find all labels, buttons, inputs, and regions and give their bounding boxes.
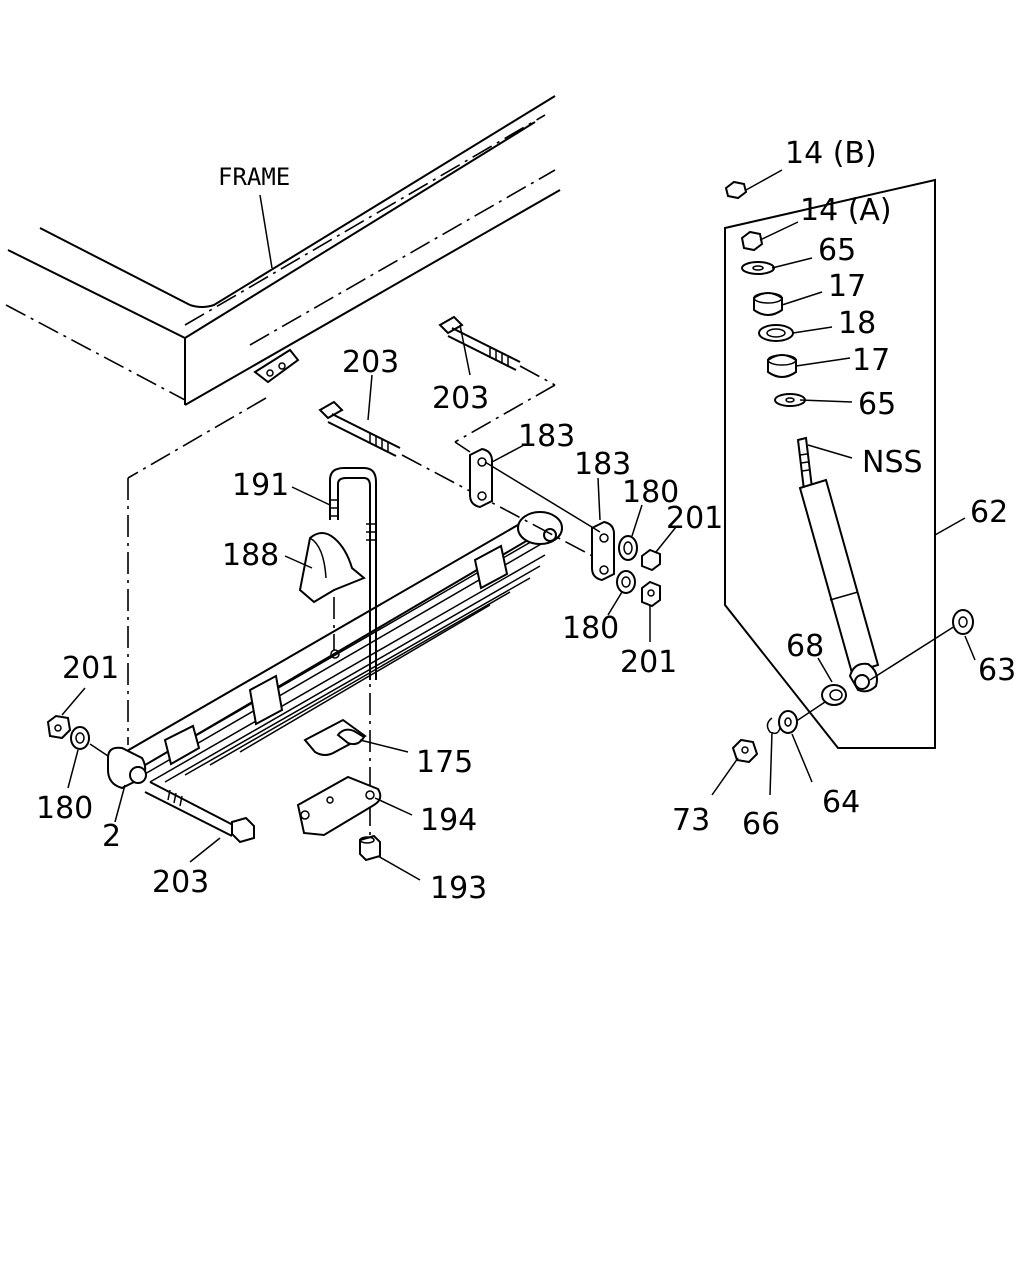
label-14a: 14 (A) <box>800 193 892 228</box>
washer-180-left <box>70 726 90 750</box>
label-63: 63 <box>978 653 1016 688</box>
label-66: 66 <box>742 807 780 842</box>
bolt-203-top <box>438 315 556 453</box>
label-65-bottom: 65 <box>858 387 896 422</box>
leaf-spring <box>107 511 563 790</box>
label-175: 175 <box>416 745 473 780</box>
label-62: 62 <box>970 495 1008 530</box>
label-201-right-top: 201 <box>666 501 723 536</box>
shock-absorber <box>724 178 974 764</box>
label-65-top: 65 <box>818 233 856 268</box>
spring-seat-spacer <box>298 532 366 604</box>
leader-lines <box>61 169 976 881</box>
label-17-top: 17 <box>828 269 866 304</box>
label-180-right-bottom: 180 <box>562 611 619 646</box>
label-2: 2 <box>102 819 121 854</box>
label-201-left: 201 <box>62 651 119 686</box>
washer-180-right-top <box>618 535 638 561</box>
spring-plate <box>296 775 382 837</box>
label-18: 18 <box>838 306 876 341</box>
label-201-right-bottom: 201 <box>620 645 677 680</box>
u-bolt <box>329 467 377 835</box>
label-64: 64 <box>822 785 860 820</box>
label-188: 188 <box>222 538 279 573</box>
label-194: 194 <box>420 803 477 838</box>
nut-201-left <box>46 714 72 740</box>
bolt-203-mid <box>318 400 601 561</box>
bolt-203-bottom <box>144 781 255 844</box>
label-203-top: 203 <box>432 381 489 416</box>
label-180-left: 180 <box>36 791 93 826</box>
label-180-right-top: 180 <box>622 475 679 510</box>
label-14b: 14 (B) <box>785 136 877 171</box>
label-203-mid: 203 <box>342 345 399 380</box>
frame-label: FRAME <box>218 163 290 191</box>
label-203-bottom: 203 <box>152 865 209 900</box>
shackle-plate-right <box>591 520 615 582</box>
washer-180-right-bottom <box>616 570 636 594</box>
label-193: 193 <box>430 871 487 906</box>
nut-201-right-bottom <box>641 580 661 608</box>
label-nss: NSS <box>862 445 923 480</box>
label-68: 68 <box>786 629 824 664</box>
label-191: 191 <box>232 468 289 503</box>
nut-201-right-top <box>641 548 661 572</box>
label-183-right: 183 <box>574 447 631 482</box>
frame-rail <box>5 95 561 745</box>
label-73: 73 <box>672 803 710 838</box>
label-183-left: 183 <box>518 419 575 454</box>
u-bolt-nut <box>359 834 381 862</box>
label-17-bottom: 17 <box>852 343 890 378</box>
